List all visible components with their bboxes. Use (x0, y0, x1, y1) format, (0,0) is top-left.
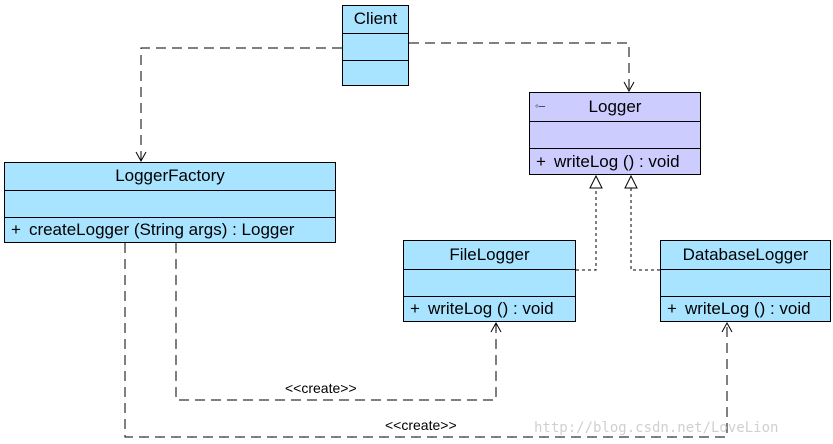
dependency-client-to-loggerfactory (135, 47, 342, 163)
operation-signature: createLogger (String args) : Logger (28, 220, 295, 239)
dependency-create-databaselogger (124, 243, 733, 438)
operation-writelog: + writeLog () : void (661, 296, 830, 321)
class-databaselogger[interactable]: DatabaseLogger + writeLog () : void (660, 240, 831, 322)
operation-writelog: + writeLog () : void (404, 296, 575, 321)
operation-writelog: + writeLog () : void (530, 148, 700, 174)
visibility-public: + (667, 299, 677, 318)
visibility-public: + (410, 299, 420, 318)
realization-filelogger-to-logger (576, 174, 603, 271)
class-name-loggerfactory: LoggerFactory (115, 166, 225, 185)
class-logger[interactable]: ◦– Logger + writeLog () : void (529, 92, 701, 175)
visibility-public: + (536, 151, 546, 171)
create-label-databaselogger: <<create>> (385, 417, 457, 433)
class-client[interactable]: Client (342, 5, 409, 86)
class-name-databaselogger: DatabaseLogger (682, 245, 809, 264)
class-name-logger-text: Logger (588, 97, 642, 116)
class-loggerfactory[interactable]: LoggerFactory + createLogger (String arg… (4, 162, 336, 243)
class-name-client: Client (353, 9, 398, 28)
attributes-compartment (404, 269, 575, 296)
attributes-compartment (343, 33, 408, 60)
class-name-logger: ◦– Logger (530, 93, 700, 121)
dependency-create-filelogger (175, 243, 502, 401)
class-filelogger[interactable]: FileLogger + writeLog () : void (403, 240, 576, 322)
dependency-client-to-logger (409, 42, 635, 93)
attributes-compartment (530, 121, 700, 148)
operation-createlogger: + createLogger (String args) : Logger (5, 217, 335, 242)
operation-signature: writeLog () : void (553, 151, 680, 171)
attributes-compartment (661, 269, 830, 296)
watermark: http://blog.csdn.net/LoveLion (534, 420, 779, 436)
create-label-filelogger: <<create>> (285, 380, 357, 396)
class-name-filelogger: FileLogger (449, 245, 530, 264)
operation-signature: writeLog () : void (427, 299, 554, 318)
visibility-public: + (11, 220, 21, 239)
interface-lollipop-icon: ◦– (535, 100, 546, 113)
operation-signature: writeLog () : void (684, 299, 811, 318)
realization-databaselogger-to-logger (624, 174, 660, 271)
operations-compartment (343, 60, 408, 85)
attributes-compartment (5, 190, 335, 217)
